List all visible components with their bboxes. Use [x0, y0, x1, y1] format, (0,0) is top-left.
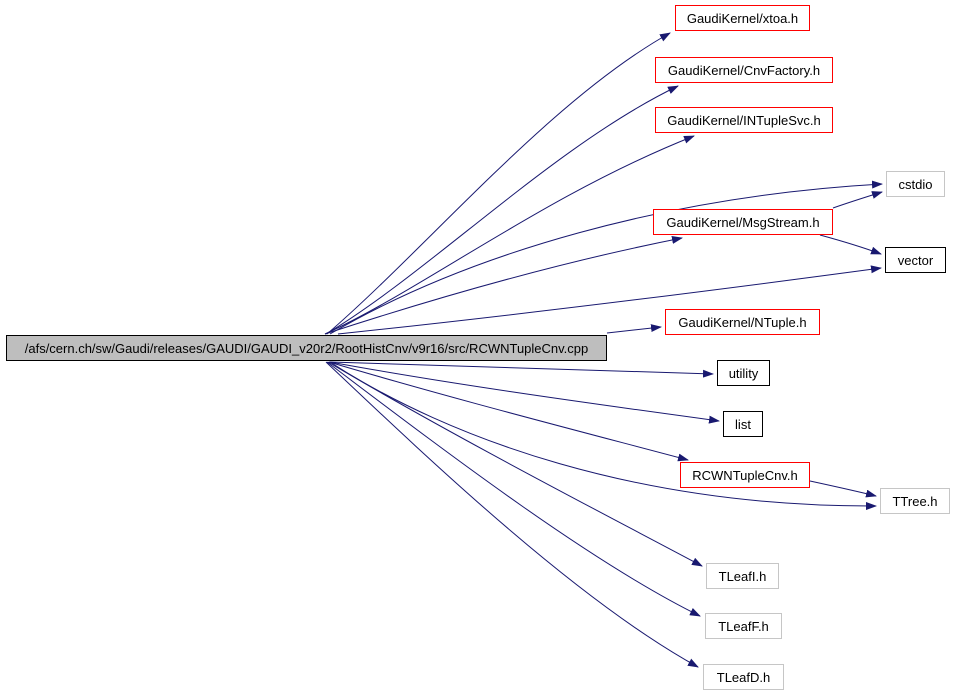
edge-msgstream-to-vector [819, 234, 882, 255]
edge-main-to-cnvfactory [325, 85, 679, 335]
node-tleaff[interactable]: TLeafF.h [705, 613, 782, 639]
node-vector[interactable]: vector [885, 247, 946, 273]
node-cstdio[interactable]: cstdio [886, 171, 945, 197]
node-label: GaudiKernel/CnvFactory.h [667, 62, 821, 78]
node-cnvfactory[interactable]: GaudiKernel/CnvFactory.h [655, 57, 833, 83]
node-label: TTree.h [892, 493, 938, 509]
node-label: TLeafD.h [716, 669, 771, 685]
node-label: list [735, 416, 751, 432]
edge-main-to-tleaff [326, 361, 701, 617]
edge-main-to-intuplesvc [324, 135, 695, 335]
node-label: GaudiKernel/xtoa.h [686, 10, 799, 26]
edge-msgstream-to-cstdio [832, 191, 883, 209]
node-main: /afs/cern.ch/sw/Gaudi/releases/GAUDI/GAU… [6, 335, 607, 361]
node-utility[interactable]: utility [717, 360, 770, 386]
node-label: GaudiKernel/INTupleSvc.h [667, 112, 821, 128]
edge-main-to-xtoa [326, 32, 671, 335]
edge-main-to-msgstream [324, 236, 683, 335]
node-tleafd[interactable]: TLeafD.h [703, 664, 784, 690]
node-list[interactable]: list [723, 411, 763, 437]
node-intuplesvc[interactable]: GaudiKernel/INTupleSvc.h [655, 107, 833, 133]
edge-main-to-rcwntuplecnv [328, 361, 689, 462]
node-tleafi[interactable]: TLeafI.h [706, 563, 779, 589]
edge-main-to-utility [329, 361, 714, 378]
node-label: cstdio [898, 176, 933, 192]
node-label: TLeafI.h [718, 568, 767, 584]
edge-main-to-ttree [329, 361, 877, 511]
node-label: GaudiKernel/NTuple.h [678, 314, 807, 330]
node-ntuple[interactable]: GaudiKernel/NTuple.h [665, 309, 820, 335]
edge-main-to-ntuple [606, 324, 662, 334]
node-label: /afs/cern.ch/sw/Gaudi/releases/GAUDI/GAU… [24, 340, 589, 356]
node-label: GaudiKernel/MsgStream.h [666, 214, 820, 230]
node-label: TLeafF.h [718, 618, 769, 634]
node-label: RCWNTupleCnv.h [692, 467, 798, 483]
edge-main-to-list [329, 361, 720, 424]
node-msgstream[interactable]: GaudiKernel/MsgStream.h [653, 209, 833, 235]
edge-main-to-tleafd [325, 361, 699, 668]
node-ttree[interactable]: TTree.h [880, 488, 950, 514]
node-label: utility [728, 365, 759, 381]
node-xtoa[interactable]: GaudiKernel/xtoa.h [675, 5, 810, 31]
edge-main-to-tleafi [327, 361, 703, 567]
edge-main-to-cstdio [329, 180, 883, 335]
node-label: vector [897, 252, 934, 268]
node-rcwntuplecnv[interactable]: RCWNTupleCnv.h [680, 462, 810, 488]
edge-main-to-vector [337, 265, 882, 335]
edge-rcwntuplecnv-to-ttree [809, 480, 877, 498]
